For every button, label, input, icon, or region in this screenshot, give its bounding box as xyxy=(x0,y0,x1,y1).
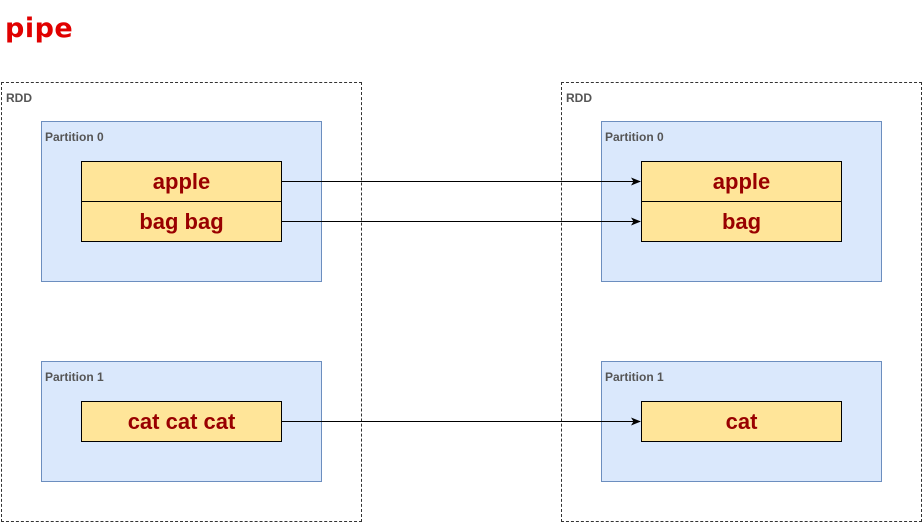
source-record-apple: apple xyxy=(81,161,282,202)
rdd-label: RDD xyxy=(566,91,592,105)
partition-label: Partition 0 xyxy=(45,130,104,144)
result-record-cat: cat xyxy=(641,401,842,442)
rdd-result: RDD xyxy=(561,82,922,522)
partition-label: Partition 1 xyxy=(605,370,664,384)
rdd-label: RDD xyxy=(6,91,32,105)
result-record-bag: bag xyxy=(641,201,842,242)
source-record-bag-bag: bag bag xyxy=(81,201,282,242)
source-record-cat-cat-cat: cat cat cat xyxy=(81,401,282,442)
partition-label: Partition 0 xyxy=(605,130,664,144)
result-record-apple: apple xyxy=(641,161,842,202)
partition-label: Partition 1 xyxy=(45,370,104,384)
rdd-source: RDD xyxy=(1,82,362,522)
diagram-title: pipe xyxy=(5,13,74,44)
